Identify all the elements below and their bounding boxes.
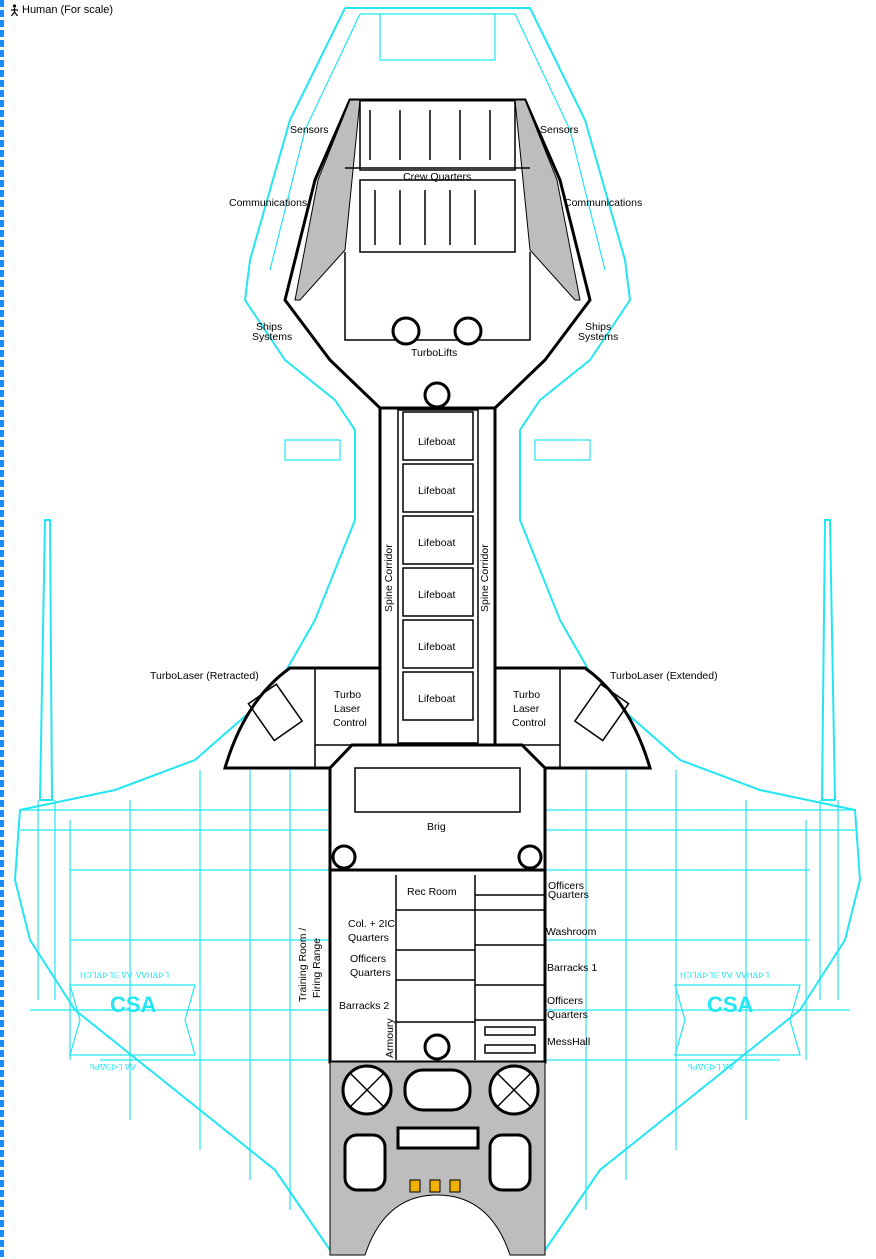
label-rec-room: Rec Room xyxy=(407,886,457,898)
label-crew-quarters: Crew Quarters xyxy=(403,171,471,183)
label-officers-quarters: Officers xyxy=(548,880,584,892)
csa-insignia-left: CSA ᕼᑐᒣᐃᐅᒣᕮ ᐁᐯ ᐺᐯᕼᐃᐅᒣ ᑫᑯᐁᕮᐅᒣ ᐁᐯ xyxy=(69,971,196,1072)
label-line: ᑫᑯᐁᕮᐅᒣ ᐁᐯ xyxy=(688,1063,734,1072)
label-line: Quarters xyxy=(548,889,589,901)
label-spine-corridor-left: Spine Corridor xyxy=(383,544,395,612)
scale-legend-label: Human (For scale) xyxy=(22,4,114,16)
label-line: Control xyxy=(512,717,546,729)
label-turbolaser-control-right: Turbo xyxy=(513,689,540,701)
label-line: ᕼᑐᒣᐃᐅᒣᕮ ᐁᐯ ᐺᐯᕼᐃᐅᒣ xyxy=(680,971,769,980)
label-line: CSA xyxy=(110,992,157,1017)
label-officers-quarters: Officers xyxy=(350,953,386,965)
scale-bar xyxy=(0,0,4,1259)
label-lifeboat: Lifeboat xyxy=(418,537,455,549)
label-washroom: Washroom xyxy=(546,926,597,938)
label-officers-quarters: Officers xyxy=(547,995,583,1007)
room-labels: Sensors Sensors Crew Quarters Communicat… xyxy=(150,124,718,1058)
label-line: CSA xyxy=(707,992,754,1017)
deck-structure xyxy=(222,98,653,1256)
label-communications-right: Communications xyxy=(564,197,642,209)
label-communications-left: Communications xyxy=(229,197,307,209)
label-training-room: Training Room / xyxy=(297,928,309,1002)
label-line: Control xyxy=(333,717,367,729)
label-lifeboat: Lifeboat xyxy=(418,693,455,705)
label-ships-systems-left: Ships xyxy=(256,321,282,333)
label-line: Quarters xyxy=(350,967,391,979)
label-turbolaser-control-left: Turbo xyxy=(334,689,361,701)
label-messhall: MessHall xyxy=(547,1036,590,1048)
human-figure-icon xyxy=(11,4,18,16)
label-line: Quarters xyxy=(547,1009,588,1021)
label-lifeboat: Lifeboat xyxy=(418,436,455,448)
scale-legend: Human (For scale) xyxy=(10,4,113,16)
label-line: Systems xyxy=(578,331,618,343)
label-col-2ic-quarters: Col. + 2IC xyxy=(348,918,395,930)
label-lifeboat: Lifeboat xyxy=(418,641,455,653)
label-line: Laser xyxy=(334,703,361,715)
label-sensors-right: Sensors xyxy=(540,124,579,136)
label-line: Firing Range xyxy=(311,938,323,998)
label-line: Systems xyxy=(252,331,292,343)
label-brig: Brig xyxy=(427,821,446,833)
label-lifeboat: Lifeboat xyxy=(418,589,455,601)
label-turbolaser-extended: TurboLaser (Extended) xyxy=(610,670,718,682)
label-barracks-2: Barracks 2 xyxy=(339,1000,389,1012)
label-turbolifts: TurboLifts xyxy=(411,347,457,359)
label-line: ᑫᑯᐁᕮᐅᒣ ᐁᐯ xyxy=(90,1063,136,1072)
label-line: Laser xyxy=(513,703,540,715)
csa-insignia-right: CSA ᕼᑐᒣᐃᐅᒣᕮ ᐁᐯ ᐺᐯᕼᐃᐅᒣ ᑫᑯᐁᕮᐅᒣ ᐁᐯ xyxy=(674,971,801,1072)
label-turbolaser-retracted: TurboLaser (Retracted) xyxy=(150,670,259,682)
label-barracks-1: Barracks 1 xyxy=(547,962,597,974)
label-armoury: Armoury xyxy=(384,1018,396,1058)
label-spine-corridor-right: Spine Corridor xyxy=(479,544,491,612)
label-sensors-left: Sensors xyxy=(290,124,329,136)
label-ships-systems-right: Ships xyxy=(585,321,611,333)
label-line: Quarters xyxy=(348,932,389,944)
hull-outline xyxy=(13,7,862,1251)
label-lifeboat: Lifeboat xyxy=(418,485,455,497)
label-line: ᕼᑐᒣᐃᐅᒣᕮ ᐁᐯ ᐺᐯᕼᐃᐅᒣ xyxy=(80,971,169,980)
